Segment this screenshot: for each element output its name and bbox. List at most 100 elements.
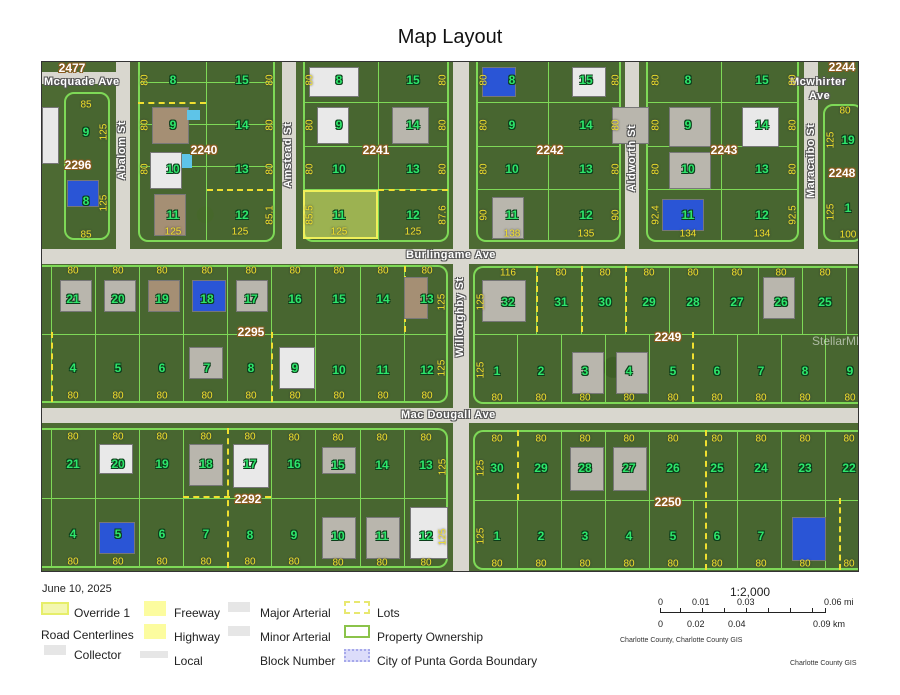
- lot-line: [207, 189, 273, 191]
- lot-line: [625, 266, 627, 332]
- house-roof: [366, 517, 400, 559]
- scale-mi-tick: 0.01: [692, 597, 710, 607]
- lot-dimension: 80: [304, 119, 316, 131]
- lot-number: 2: [537, 529, 545, 543]
- lot-dimension: 80: [421, 390, 433, 402]
- freeway-swatch: [144, 601, 166, 616]
- lot-dimension: 80: [711, 433, 723, 445]
- lot-number: 19: [841, 133, 855, 147]
- lot-dimension: 80: [112, 556, 124, 568]
- legend-major-arterial: Major Arterial: [260, 606, 331, 620]
- lot-dimension: 80: [755, 392, 767, 404]
- lot-dimension: 80: [304, 163, 316, 175]
- lot-dimension: 80: [420, 432, 432, 444]
- lot-line: [581, 266, 583, 332]
- scale-mi-tick: 0.03: [737, 597, 755, 607]
- lot-dimension: 92.5: [787, 205, 799, 225]
- lot-dimension: 80: [650, 74, 662, 86]
- road-label-abalom-st: Abalom St: [116, 121, 128, 180]
- lot-number: 19: [155, 457, 169, 471]
- lot-dimension: 125: [436, 359, 448, 377]
- lot-dimension: 125: [475, 527, 487, 545]
- lot-dimension: 80: [623, 433, 635, 445]
- lot-dimension: 80: [844, 392, 856, 404]
- lot-number: 28: [686, 295, 700, 309]
- lot-dimension: 80: [333, 390, 345, 402]
- lot-dimension: 80: [610, 163, 622, 175]
- house-roof: [42, 107, 59, 164]
- lot-dimension: 125: [330, 226, 348, 238]
- lot-number: 4: [69, 361, 77, 375]
- major-arterial-swatch: [228, 602, 250, 612]
- house-roof: [742, 107, 779, 147]
- lot-number: 25: [710, 461, 724, 475]
- lot-dimension: 80: [156, 431, 168, 443]
- lot-number: 6: [158, 527, 166, 541]
- lot-number: 12: [406, 208, 420, 222]
- lot-number: 9: [291, 361, 299, 375]
- lot-dimension: 80: [755, 558, 767, 570]
- lot-dimension: 80: [377, 390, 389, 402]
- lot-number: 28: [578, 461, 592, 475]
- lot-number: 1: [493, 529, 501, 543]
- minor-arterial-swatch: [228, 626, 250, 636]
- collector-swatch: [44, 645, 66, 655]
- lot-number: 13: [420, 292, 434, 306]
- lot-dimension: 80: [491, 558, 503, 570]
- lot-dimension: 125: [437, 458, 449, 476]
- lot-number: 14: [375, 458, 389, 472]
- house-roof: [322, 447, 356, 474]
- lot-dimension: 80: [304, 74, 316, 86]
- lot-number: 13: [755, 162, 769, 176]
- scale-mi-tick: 0: [658, 597, 664, 607]
- road-amstead-st: [282, 62, 296, 249]
- lot-dimension: 80: [667, 433, 679, 445]
- property-ownership-swatch: [344, 625, 370, 638]
- map-frame[interactable]: Mcquade Ave Mcwhirter Ave Burlingame Ave…: [41, 61, 859, 572]
- lot-line: [378, 189, 448, 191]
- lot-number: 13: [235, 162, 249, 176]
- lot-dimension: 80: [555, 267, 567, 279]
- lot-dimension: 125: [404, 226, 422, 238]
- scale-tick: [702, 608, 703, 613]
- lot-number: 7: [203, 361, 211, 375]
- lot-dimension: 85.5: [304, 205, 316, 225]
- lot-dimension: 90: [478, 209, 490, 221]
- lot-number: 7: [757, 364, 765, 378]
- lot-number: 27: [622, 461, 636, 475]
- lot-dimension: 135: [577, 228, 595, 240]
- lot-dimension: 87.6: [437, 205, 449, 225]
- lot-dimension: 80: [332, 557, 344, 569]
- house-roof: [154, 194, 186, 236]
- page-title: Map Layout: [397, 26, 503, 48]
- lot-dimension: 138: [503, 228, 521, 240]
- lot-number: 9: [508, 118, 516, 132]
- lot-number: 15: [331, 458, 345, 472]
- lot-dimension: 92.4: [650, 205, 662, 225]
- road-label-mcquade-ave: Mcquade Ave: [44, 76, 120, 88]
- lot-dimension: 80: [289, 265, 301, 277]
- lot-dimension: 80: [667, 392, 679, 404]
- scale-tick: [746, 608, 747, 613]
- highlighted-parcel[interactable]: [303, 190, 378, 239]
- lot-number: 25: [818, 295, 832, 309]
- lot-number: 23: [798, 461, 812, 475]
- scale-mi-tick: 0.06 mi: [824, 597, 854, 607]
- lot-number: 3: [581, 364, 589, 378]
- lot-number: 9: [684, 118, 692, 132]
- lot-number: 22: [842, 461, 856, 475]
- lot-number: 11: [681, 208, 695, 222]
- lot-number: 26: [666, 461, 680, 475]
- house-roof: [189, 347, 223, 379]
- lot-number: 8: [801, 364, 809, 378]
- lot-number: 7: [202, 527, 210, 541]
- house-roof: [570, 447, 604, 491]
- lot-dimension: 80: [376, 557, 388, 569]
- lot-number: 14: [755, 118, 769, 132]
- road-label-burlingame-ave: Burlingame Ave: [406, 249, 496, 261]
- house-roof: [104, 280, 136, 312]
- lot-number: 17: [243, 457, 257, 471]
- lot-number: 19: [155, 292, 169, 306]
- lot-number: 3: [581, 529, 589, 543]
- house-roof: [404, 277, 428, 319]
